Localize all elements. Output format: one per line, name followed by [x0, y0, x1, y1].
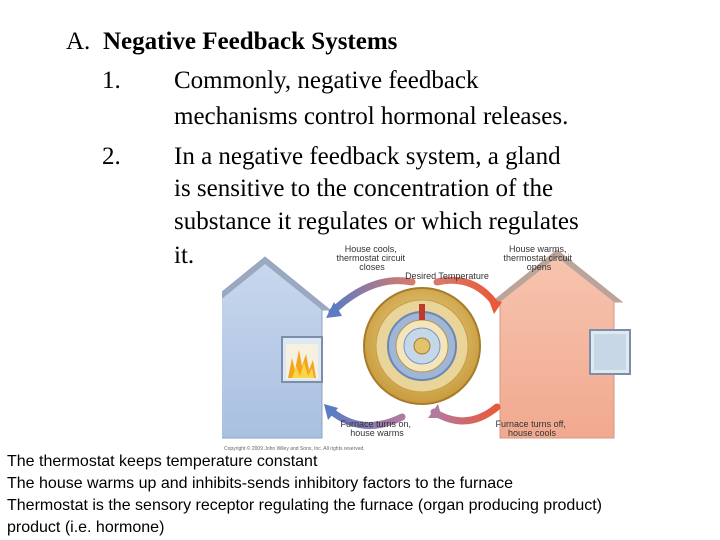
item-line: Commonly, negative feedback — [174, 67, 479, 94]
item-line: is sensitive to the concentration of the — [174, 175, 554, 202]
note-line: Thermostat is the sensory receptor regul… — [7, 497, 602, 514]
label-top-right: House warms, thermostat circuit opens — [503, 244, 574, 272]
fire-icon — [286, 344, 318, 379]
heading-letter: A. — [66, 28, 91, 55]
item-number: 1. — [102, 67, 121, 94]
arrow-icon — [326, 277, 416, 318]
copyright: Copyright © 2009 John Wiley and Sons, In… — [224, 445, 365, 452]
bottom-notes: The thermostat keeps temperature constan… — [7, 451, 717, 539]
arrow-icon — [324, 404, 406, 429]
item-number: 2. — [102, 143, 121, 170]
note-line: The house warms up and inhibits-sends in… — [7, 475, 514, 492]
note-line: product (i.e. hormone) — [7, 519, 165, 536]
label-top-left: House cools, thermostat circuit closes — [336, 244, 407, 272]
heading-text: Negative Feedback Systems — [103, 28, 398, 55]
note-line: The thermostat keeps temperature constan… — [7, 453, 318, 470]
arrow-icon — [428, 403, 501, 425]
window-icon — [589, 329, 631, 375]
label-center: Desired Temperature — [405, 271, 489, 281]
item-line: In a negative feedback system, a gland — [174, 143, 561, 170]
item-line: mechanisms control hormonal releases. — [174, 103, 569, 130]
item-line: substance it regulates or which regulate… — [174, 208, 579, 235]
arrow-icon — [433, 276, 502, 314]
thermostat-icon — [363, 287, 481, 405]
label-bottom-left: Furnace turns on, house warms — [340, 419, 413, 438]
label-bottom-right: Furnace turns off, house cools — [496, 419, 569, 438]
thermostat-diagram: House cools, thermostat circuit closes H… — [222, 244, 631, 452]
item-line: it. — [174, 242, 195, 269]
